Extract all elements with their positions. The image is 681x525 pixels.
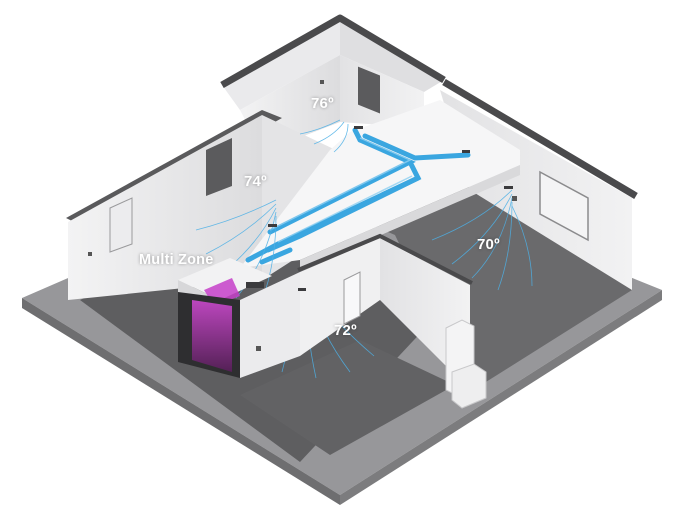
zone-temperature-76: 76º [311,95,334,112]
outlet-icon [256,346,261,351]
system-name-label: Multi Zone [139,252,214,268]
vent-icon [268,126,513,227]
duct-network [245,127,471,265]
zone-temperature-72: 72º [334,322,357,339]
outlet-icon [88,252,92,256]
airflow [195,119,533,379]
door-icon [343,271,361,325]
return-plenum [178,272,300,378]
outdoor-unit-icon [445,319,487,409]
outlet-icon [512,196,517,201]
window-icon [539,170,589,242]
zone-temperature-70: 70º [477,236,500,253]
window-icon [358,66,380,114]
outlet-icon [320,80,324,84]
zone-temperature-74: 74º [244,173,267,190]
window-icon [206,138,232,196]
window-icon [109,197,133,253]
vent-icon [298,288,306,291]
